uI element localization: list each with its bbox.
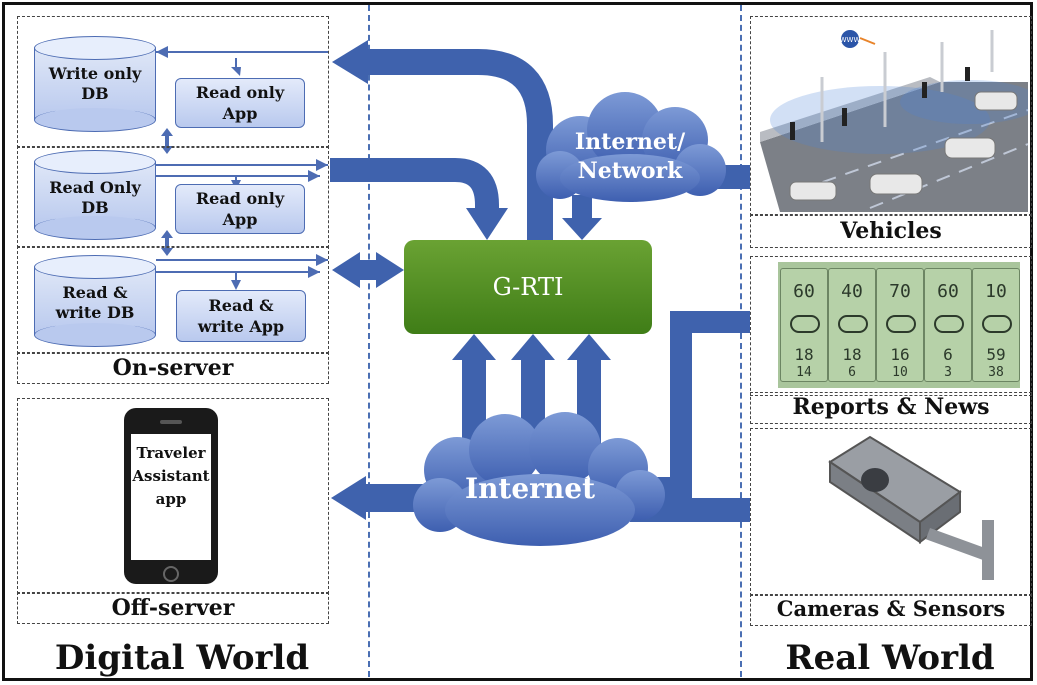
- cameras-label-box: [750, 594, 1032, 626]
- smart-road-illustration: WWW: [760, 30, 1028, 212]
- app-read-only-2-line2: App: [222, 210, 258, 229]
- arrow-head-offserver: [331, 476, 366, 520]
- onserver-row-3: [17, 246, 329, 354]
- db-read-write[interactable]: Read &write DB: [34, 255, 156, 347]
- arrow-head-grti-top: [466, 208, 508, 240]
- onserver-label: On-server: [112, 355, 234, 381]
- www-globe-icon: [841, 30, 859, 48]
- vehicles-label: Vehicles: [840, 218, 942, 244]
- onserver-row-2: [17, 146, 329, 248]
- reports-label-box: [750, 392, 1032, 424]
- vehicles-photo: WWW: [760, 22, 1028, 212]
- real-world-title: Real World: [785, 638, 995, 678]
- db-write-only-line1: Write only: [48, 64, 142, 83]
- security-camera-icon: [828, 435, 994, 580]
- internet-cloud: [413, 412, 665, 546]
- arrow-head-network: [562, 218, 602, 240]
- arrow-reports-to-internet: [640, 311, 750, 499]
- phone-app-line2: Assistant: [132, 467, 210, 485]
- onserver-label-box: [17, 352, 329, 384]
- offserver-box: [17, 398, 329, 594]
- app-read-only-2-line1: Read only: [195, 189, 285, 208]
- arrow-readdb-to-grti: [330, 158, 499, 212]
- bidir-head-left: [332, 252, 360, 288]
- cameras-label: Cameras & Sensors: [776, 596, 1006, 621]
- offserver-label: Off-server: [111, 595, 235, 621]
- reports-box: [750, 256, 1032, 396]
- phone-screen: Traveler Assistant app: [131, 434, 211, 560]
- app-read-write-line2: write App: [197, 317, 285, 336]
- divider-right: [740, 5, 742, 677]
- network-cloud-label: Internet/ Network: [560, 128, 700, 186]
- divider-left: [368, 5, 370, 677]
- bidir-head-right: [376, 252, 404, 288]
- vehicles-label-box: [750, 214, 1032, 248]
- db-links: [161, 128, 173, 256]
- onserver-row-1: [17, 16, 329, 148]
- phone-app-line3: app: [155, 490, 187, 508]
- digital-world-title: Digital World: [54, 638, 310, 678]
- smartphone-icon[interactable]: Traveler Assistant app: [124, 408, 218, 584]
- app-read-only-1-line1: Read only: [195, 83, 285, 102]
- db-read-only-line1: Read Only: [49, 178, 141, 197]
- www-globe-text: WWW: [840, 36, 861, 44]
- db-read-write-line1: Read &: [62, 283, 128, 302]
- arrow-network-shaft: [572, 195, 592, 220]
- network-cloud: [536, 92, 726, 202]
- bidir-shaft: [356, 260, 382, 280]
- internet-cloud-label: Internet: [464, 472, 596, 505]
- cameras-box: [750, 428, 1032, 596]
- network-cloud-line2: Network: [577, 158, 683, 184]
- arrow-grti-to-writedb: [365, 49, 553, 242]
- onserver-connectors: [156, 51, 328, 282]
- app-read-write-line1: Read &: [208, 296, 274, 315]
- phone-app-line1: Traveler: [136, 444, 206, 462]
- vehicles-box: [750, 16, 1032, 216]
- db-read-only-line2: DB: [81, 198, 109, 217]
- grti-node[interactable]: G-RTI: [404, 240, 652, 334]
- network-cloud-line1: Internet/: [574, 129, 686, 155]
- reports-label: Reports & News: [792, 394, 990, 420]
- arrow-head-writedb: [332, 40, 368, 84]
- app-read-only-1-line2: App: [222, 104, 258, 123]
- offserver-label-box: [17, 592, 329, 624]
- db-write-only-line2: DB: [81, 84, 109, 103]
- db-read-write-line2: write DB: [55, 303, 135, 322]
- app-read-write[interactable]: Read & write App: [176, 290, 306, 342]
